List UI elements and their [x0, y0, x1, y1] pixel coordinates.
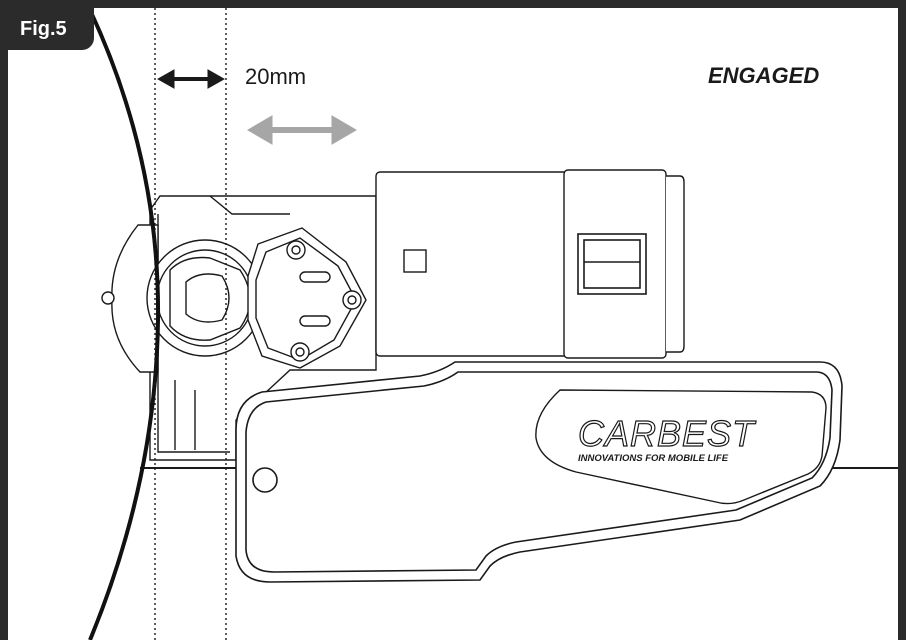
brand-badge: [535, 389, 827, 505]
motor-connector: [577, 233, 647, 295]
bolt-icon: [286, 240, 362, 362]
wheel-tyre: [88, 9, 161, 640]
drive-roller: [146, 239, 264, 357]
brand-logo: CARBEST: [578, 413, 757, 454]
motion-arrow-icon: [247, 115, 357, 145]
gear-plate: [247, 227, 367, 369]
dimension-label: 20mm: [245, 64, 307, 89]
motor-housing: [101, 224, 159, 373]
dimension-arrow-icon: [156, 69, 226, 89]
state-label: ENGAGED: [708, 63, 820, 88]
brand-tagline: INNOVATIONS FOR MOBILE LIFE: [578, 453, 729, 464]
figure-label: Fig.5: [8, 8, 94, 50]
